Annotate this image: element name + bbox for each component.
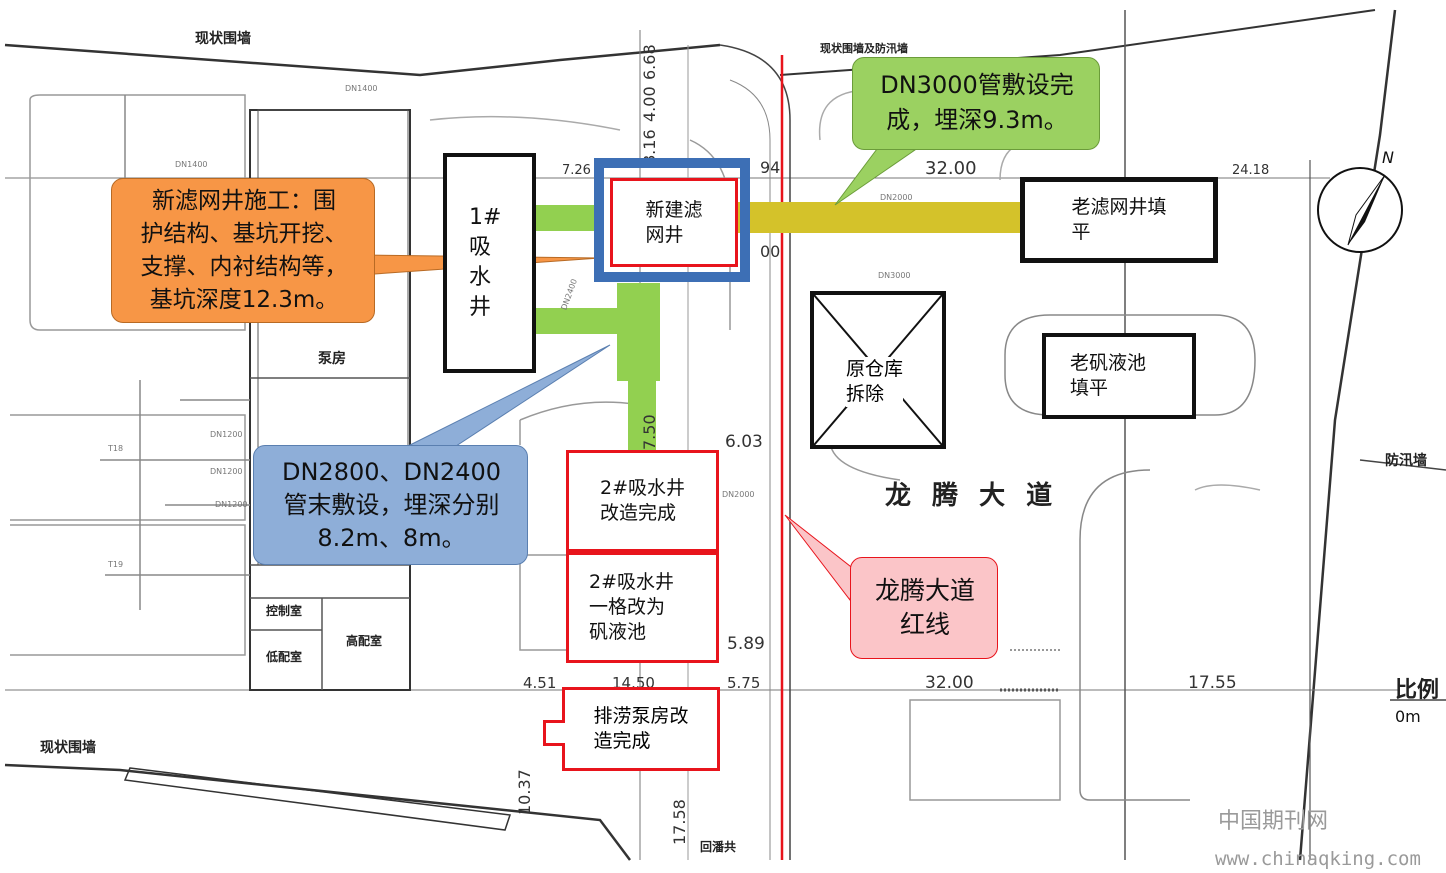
suction-well-2-alum-box: 2#吸水井 一格改为 矾液池 xyxy=(566,552,719,663)
label-scale-text: 比例 xyxy=(1395,678,1440,703)
pipe-label-dn1200-c: DN1200 xyxy=(215,500,248,509)
callout-blue-text: DN2800、DN2400 管末敷设，埋深分别 8.2m、8m。 xyxy=(281,458,502,552)
label-existing-wall-bottom: 现状围墙 xyxy=(40,740,96,756)
drain-pump-house-notch xyxy=(543,720,565,746)
pipe-label-dn1200-a: DN1200 xyxy=(210,430,243,439)
dim-7-26: 7.26 xyxy=(562,163,591,178)
north-arrow-icon xyxy=(1317,167,1403,253)
pipe-label-dn3000: DN3000 xyxy=(878,271,911,280)
pipe-label-dn2000-a: DN2000 xyxy=(880,193,913,202)
suction-well-1-box: 1# 吸 水 井 xyxy=(443,153,536,373)
dim-7-50: 7.50 xyxy=(640,414,659,450)
callout-blue: DN2800、DN2400 管末敷设，埋深分别 8.2m、8m。 xyxy=(253,445,528,565)
pipe-label-t18: T18 xyxy=(108,444,124,453)
label-distribution-room: 低配室 xyxy=(266,650,303,664)
label-high-voltage-room: 高配室 xyxy=(346,634,383,648)
pipe-label-dn2000-b: DN2000 xyxy=(722,490,755,499)
pipe-vertical-lower xyxy=(628,381,656,451)
new-filter-well-label: 新建滤 网井 xyxy=(645,198,703,246)
label-scale-zero: 0m xyxy=(1395,707,1421,726)
callout-orange: 新滤网井施工：围 护结构、基坑开挖、 支撑、内衬结构等， 基坑深度12.3m。 xyxy=(111,178,375,323)
suction-well-2-alum-label: 2#吸水井 一格改为 矾液池 xyxy=(589,571,675,643)
pipe-label-dn1400-left: DN1400 xyxy=(175,160,208,169)
pipe-label-t19: T19 xyxy=(108,560,124,569)
drain-pump-house-box: 排涝泵房改 造完成 xyxy=(562,687,720,771)
suction-well-1-label: 1# 吸 水 井 xyxy=(469,205,502,320)
dim-4-00: 4.00 xyxy=(640,86,659,122)
old-filter-well-label: 老滤网井填 平 xyxy=(1071,196,1167,243)
dim-4-51: 4.51 xyxy=(523,674,557,692)
pipe-link-lower xyxy=(533,308,619,334)
dim-17-55: 17.55 xyxy=(1188,673,1237,693)
label-north: N xyxy=(1382,148,1394,167)
dim-10-37: 10.37 xyxy=(515,769,534,815)
callout-green-text: DN3000管敷设完 成，埋深9.3m。 xyxy=(880,71,1074,134)
pipe-vertical-upper xyxy=(617,283,660,381)
old-filter-well-box: 老滤网井填 平 xyxy=(1020,177,1218,263)
dim-6-68: 6.68 xyxy=(640,44,659,80)
drain-pump-house-label: 排涝泵房改 造完成 xyxy=(593,705,689,752)
watermark-cn: 中国期刊网 xyxy=(1218,809,1329,834)
dim-17-58: 17.58 xyxy=(670,799,689,845)
new-filter-well-frame xyxy=(594,158,750,282)
pipe-label-dn1200-b: DN1200 xyxy=(210,467,243,476)
pipe-link-upper xyxy=(533,205,596,231)
callout-pink-text: 龙腾大道 红线 xyxy=(874,576,975,639)
old-alum-pool-label: 老矾液池 填平 xyxy=(1070,352,1147,399)
new-filter-well-box: 新建滤 网井 xyxy=(610,178,738,267)
label-existing-wall-top: 现状围墙 xyxy=(195,31,251,47)
suction-well-2-done-label: 2#吸水井 改造完成 xyxy=(599,477,685,524)
callout-orange-text: 新滤网井施工：围 护结构、基坑开挖、 支撑、内衬结构等， 基坑深度12.3m。 xyxy=(140,188,348,313)
label-bottom-road-note: 回潘共 xyxy=(700,840,737,854)
label-pump-room: 泵房 xyxy=(318,351,346,367)
old-warehouse-label: 原仓库 拆除 xyxy=(846,357,904,407)
old-warehouse-box: 原仓库 拆除 xyxy=(810,291,946,449)
suction-well-2-done-box: 2#吸水井 改造完成 xyxy=(566,450,719,552)
old-alum-pool-box: 老矾液池 填平 xyxy=(1042,333,1196,419)
callout-green: DN3000管敷设完 成，埋深9.3m。 xyxy=(852,57,1100,150)
dim-00: 00 xyxy=(760,242,781,261)
label-flood-wall: 防汛墙 xyxy=(1385,453,1427,469)
callout-pink: 龙腾大道 红线 xyxy=(850,557,998,659)
label-control-room: 控制室 xyxy=(266,604,303,618)
dim-5-89: 5.89 xyxy=(727,634,765,654)
dim-5-75: 5.75 xyxy=(727,674,761,692)
watermark-url: www.chinaqking.com xyxy=(1215,848,1421,870)
pipe-dn3000 xyxy=(733,202,1023,233)
pipe-label-dn1400-top: DN1400 xyxy=(345,84,378,93)
dim-6-03: 6.03 xyxy=(725,432,763,452)
label-road-name: 龙 腾 大 道 xyxy=(885,481,1059,511)
label-top-wall-note: 现状围墙及防汛墙 xyxy=(820,42,908,55)
dim-94: 94 xyxy=(760,158,781,177)
dim-24-18: 24.18 xyxy=(1232,163,1270,178)
dim-32-bottom: 32.00 xyxy=(925,673,974,693)
dim-32-top: 32.00 xyxy=(925,158,977,179)
